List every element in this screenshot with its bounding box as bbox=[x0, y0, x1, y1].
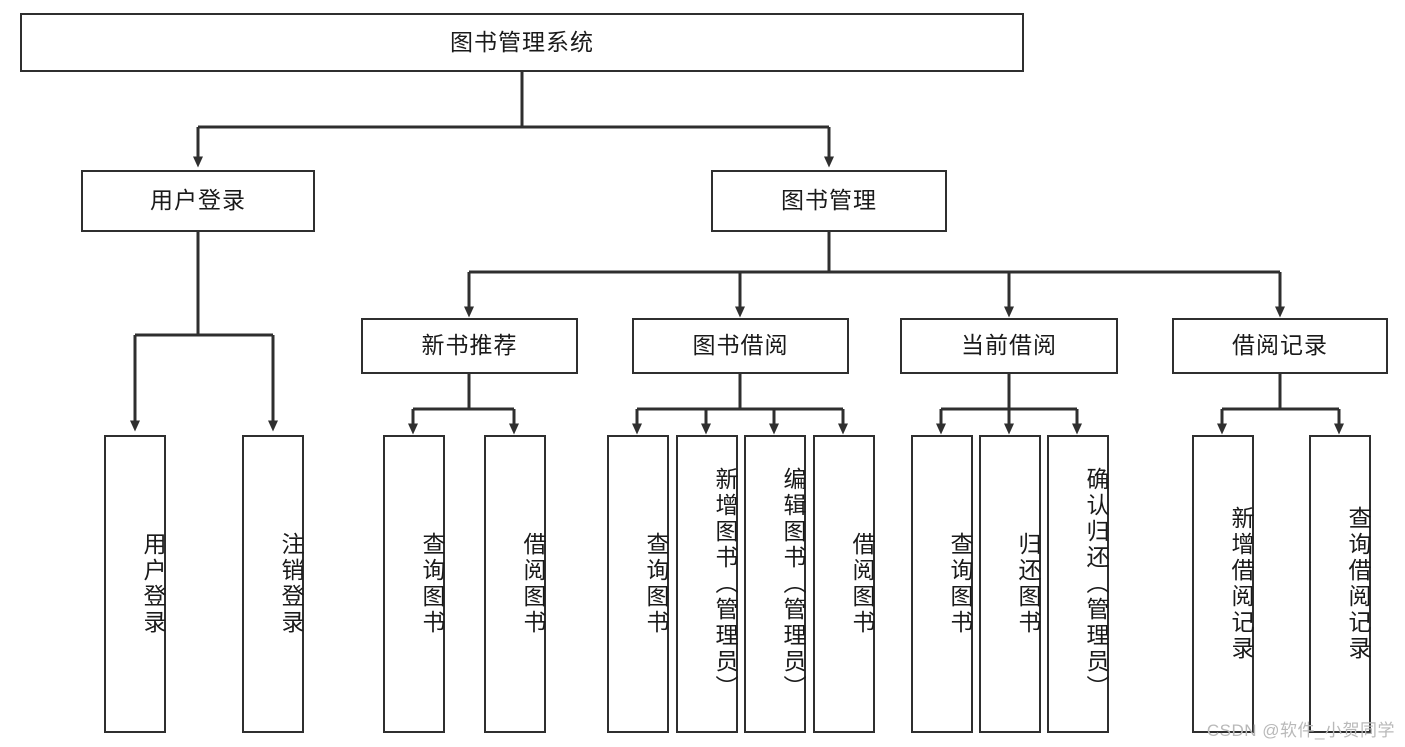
node-leaf-edit-book[interactable]: 编辑图书（管理员） bbox=[744, 435, 806, 733]
node-label: 确认归还（管理员） bbox=[1083, 467, 1109, 701]
node-label: 查询借阅记录 bbox=[1345, 506, 1371, 662]
node-user-login[interactable]: 用户登录 bbox=[81, 170, 315, 232]
node-label: 查询图书 bbox=[947, 532, 973, 636]
node-leaf-add-record[interactable]: 新增借阅记录 bbox=[1192, 435, 1254, 733]
node-label: 注销登录 bbox=[278, 532, 304, 636]
node-label: 借阅图书 bbox=[520, 532, 546, 636]
node-leaf-query-book-3[interactable]: 查询图书 bbox=[911, 435, 973, 733]
edge-group-borrow-record bbox=[1217, 374, 1344, 435]
node-leaf-query-record[interactable]: 查询借阅记录 bbox=[1309, 435, 1371, 733]
node-leaf-borrow-book-1[interactable]: 借阅图书 bbox=[484, 435, 546, 733]
node-leaf-borrow-book-2[interactable]: 借阅图书 bbox=[813, 435, 875, 733]
node-leaf-query-book-1[interactable]: 查询图书 bbox=[383, 435, 445, 733]
node-label: 借阅图书 bbox=[849, 532, 875, 636]
node-label: 查询图书 bbox=[643, 532, 669, 636]
node-label: 编辑图书（管理员） bbox=[780, 467, 806, 701]
node-label: 查询图书 bbox=[419, 532, 445, 636]
node-book-manage[interactable]: 图书管理 bbox=[711, 170, 947, 232]
node-label: 归还图书 bbox=[1015, 532, 1041, 636]
edge-group-book-manage bbox=[464, 232, 1285, 318]
edge-group-root bbox=[193, 72, 834, 168]
node-book-borrow[interactable]: 图书借阅 bbox=[632, 318, 849, 374]
node-root[interactable]: 图书管理系统 bbox=[20, 13, 1024, 72]
node-leaf-confirm-return[interactable]: 确认归还（管理员） bbox=[1047, 435, 1109, 733]
edge-group-current-borrow bbox=[936, 374, 1082, 435]
node-leaf-user-login[interactable]: 用户登录 bbox=[104, 435, 166, 733]
edge-group-user-login bbox=[130, 232, 278, 432]
node-new-book-rec[interactable]: 新书推荐 bbox=[361, 318, 578, 374]
node-label: 新增图书（管理员） bbox=[712, 467, 738, 701]
node-label: 新增借阅记录 bbox=[1228, 506, 1254, 662]
node-leaf-logout[interactable]: 注销登录 bbox=[242, 435, 304, 733]
node-leaf-add-book[interactable]: 新增图书（管理员） bbox=[676, 435, 738, 733]
node-leaf-query-book-2[interactable]: 查询图书 bbox=[607, 435, 669, 733]
edge-group-new-book-rec bbox=[408, 374, 519, 435]
node-label: 用户登录 bbox=[140, 532, 166, 636]
node-borrow-record[interactable]: 借阅记录 bbox=[1172, 318, 1388, 374]
node-current-borrow[interactable]: 当前借阅 bbox=[900, 318, 1118, 374]
node-leaf-return-book[interactable]: 归还图书 bbox=[979, 435, 1041, 733]
edge-group-book-borrow bbox=[632, 374, 848, 435]
